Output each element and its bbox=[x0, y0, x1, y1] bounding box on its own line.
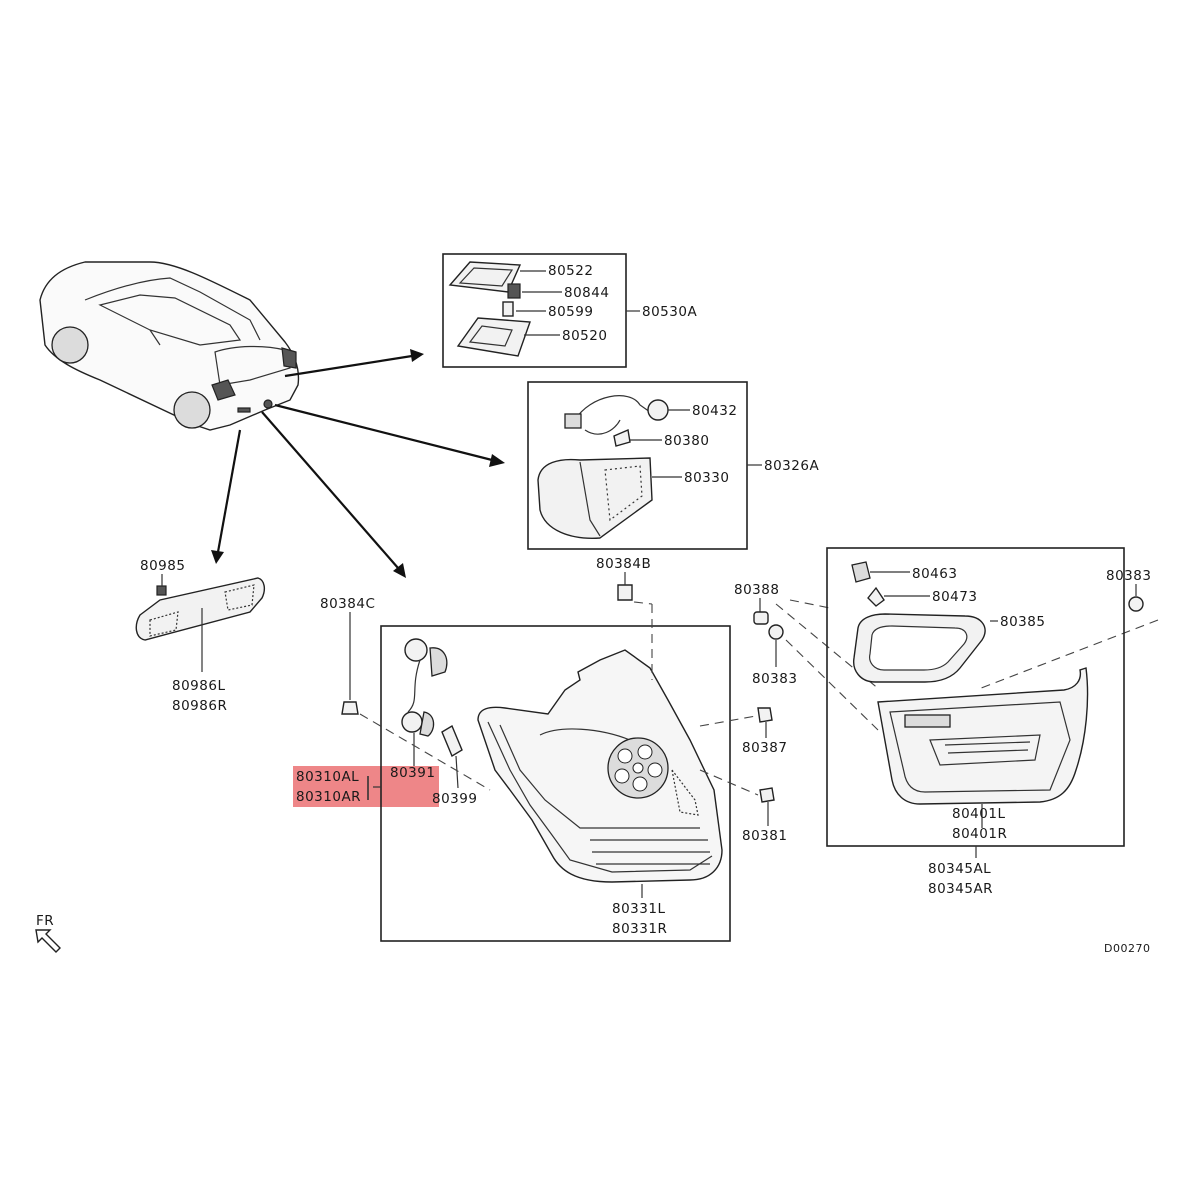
rear-reflector-assembly bbox=[527, 381, 762, 550]
part-80381[interactable] bbox=[759, 787, 775, 803]
bulb-socket-upper bbox=[404, 638, 428, 662]
label-80520: 80520 bbox=[562, 328, 607, 344]
part-80388[interactable] bbox=[753, 611, 769, 625]
label-80473: 80473 bbox=[932, 589, 977, 605]
tail-lamp-assembly bbox=[373, 625, 731, 942]
part-80599[interactable] bbox=[502, 301, 514, 317]
label-80331R: 80331R bbox=[612, 921, 667, 937]
part-80401[interactable] bbox=[877, 667, 1089, 805]
part-80383-b[interactable] bbox=[1128, 596, 1144, 612]
label-80310AL: 80310AL bbox=[296, 769, 359, 785]
diagram-code: D00270 bbox=[1104, 942, 1150, 955]
inner-lamp-assembly bbox=[826, 547, 1125, 858]
label-80384C: 80384C bbox=[320, 596, 375, 612]
label-80844: 80844 bbox=[564, 285, 609, 301]
bulb-socket-lower bbox=[401, 711, 423, 733]
pointer-arrows bbox=[211, 349, 505, 578]
label-80381: 80381 bbox=[742, 828, 787, 844]
label-80522: 80522 bbox=[548, 263, 593, 279]
part-80432[interactable] bbox=[647, 399, 669, 421]
part-80520[interactable] bbox=[456, 317, 531, 357]
label-80986R: 80986R bbox=[172, 698, 227, 714]
label-80330: 80330 bbox=[684, 470, 729, 486]
part-80380[interactable] bbox=[613, 429, 631, 447]
label-80345AR: 80345AR bbox=[928, 881, 993, 897]
label-80530A: 80530A bbox=[642, 304, 697, 320]
car-wheel-front bbox=[51, 326, 89, 364]
part-80387[interactable] bbox=[757, 707, 773, 723]
label-80345AL: 80345AL bbox=[928, 861, 991, 877]
label-80599: 80599 bbox=[548, 304, 593, 320]
label-80986L: 80986L bbox=[172, 678, 225, 694]
label-80432: 80432 bbox=[692, 403, 737, 419]
label-80384B: 80384B bbox=[596, 556, 651, 572]
car-illustration bbox=[39, 261, 300, 431]
label-80387: 80387 bbox=[742, 740, 787, 756]
part-80383-a[interactable] bbox=[768, 624, 784, 640]
label-80401L: 80401L bbox=[952, 806, 1005, 822]
label-80391: 80391 bbox=[390, 765, 435, 781]
license-lamp-assembly bbox=[442, 253, 640, 368]
label-80383-b: 80383 bbox=[1106, 568, 1151, 584]
part-80384C[interactable] bbox=[341, 701, 359, 715]
label-80401R: 80401R bbox=[952, 826, 1007, 842]
part-80384B[interactable] bbox=[617, 584, 633, 601]
part-80986[interactable] bbox=[135, 577, 266, 641]
label-80463: 80463 bbox=[912, 566, 957, 582]
part-80473[interactable] bbox=[867, 586, 885, 607]
label-80399: 80399 bbox=[432, 791, 477, 807]
label-80383-a: 80383 bbox=[752, 671, 797, 687]
label-80388: 80388 bbox=[734, 582, 779, 598]
part-80844[interactable] bbox=[507, 283, 521, 299]
highlight-box bbox=[293, 766, 439, 807]
label-80331L: 80331L bbox=[612, 901, 665, 917]
side-reflector bbox=[135, 574, 266, 672]
connector bbox=[564, 413, 582, 429]
label-80380: 80380 bbox=[664, 433, 709, 449]
part-80463[interactable] bbox=[851, 561, 871, 583]
part-80985[interactable] bbox=[156, 585, 167, 596]
label-80326A: 80326A bbox=[764, 458, 819, 474]
label-80310AR: 80310AR bbox=[296, 789, 361, 805]
label-80985: 80985 bbox=[140, 558, 185, 574]
part-80399[interactable] bbox=[441, 724, 463, 758]
car-wheel-rear bbox=[173, 391, 211, 429]
part-80331[interactable] bbox=[477, 649, 723, 883]
part-80330[interactable] bbox=[537, 457, 653, 539]
front-arrow-icon bbox=[35, 929, 61, 953]
label-80385: 80385 bbox=[1000, 614, 1045, 630]
front-direction-label: FR bbox=[36, 913, 54, 929]
